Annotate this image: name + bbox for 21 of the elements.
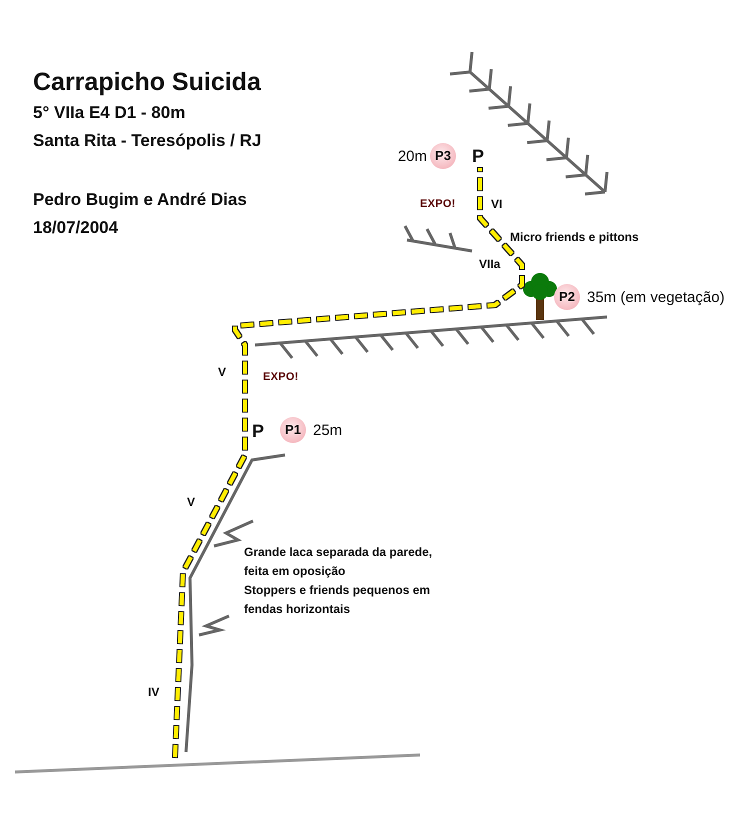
topo-label: P <box>252 420 264 443</box>
topo-label: IV <box>148 684 160 701</box>
topo-label: V <box>187 494 196 511</box>
topo-label: VIIa <box>479 256 500 273</box>
topo-label: EXPO! <box>420 197 456 212</box>
topo-label: 5° VIIa E4 D1 - 80m <box>33 102 186 124</box>
topo-label: Santa Rita - Teresópolis / RJ <box>33 130 262 152</box>
pitch-length-label: 25m <box>313 421 342 441</box>
pitch-length-label: 20m <box>398 147 427 167</box>
belay-marker: P <box>472 144 484 168</box>
topo-label: 18/07/2004 <box>33 217 118 239</box>
topo-label: VI <box>491 196 502 213</box>
route-line <box>173 168 524 758</box>
pitch-length-label: 35m (em vegetação) <box>587 288 725 308</box>
topo-label: V <box>218 364 226 381</box>
topo-label: Micro friends e pittons <box>510 229 639 246</box>
title: Carrapicho Suicida <box>33 67 261 98</box>
topo-label: Grande laca separada da parede, feita em oposição <box>244 544 434 580</box>
topo-label: EXPO! <box>263 370 299 385</box>
topo-label: Stoppers e friends pequenos em fendas horizontais <box>244 582 432 618</box>
topo-label: Pedro Bugim e André Dias <box>33 189 247 211</box>
